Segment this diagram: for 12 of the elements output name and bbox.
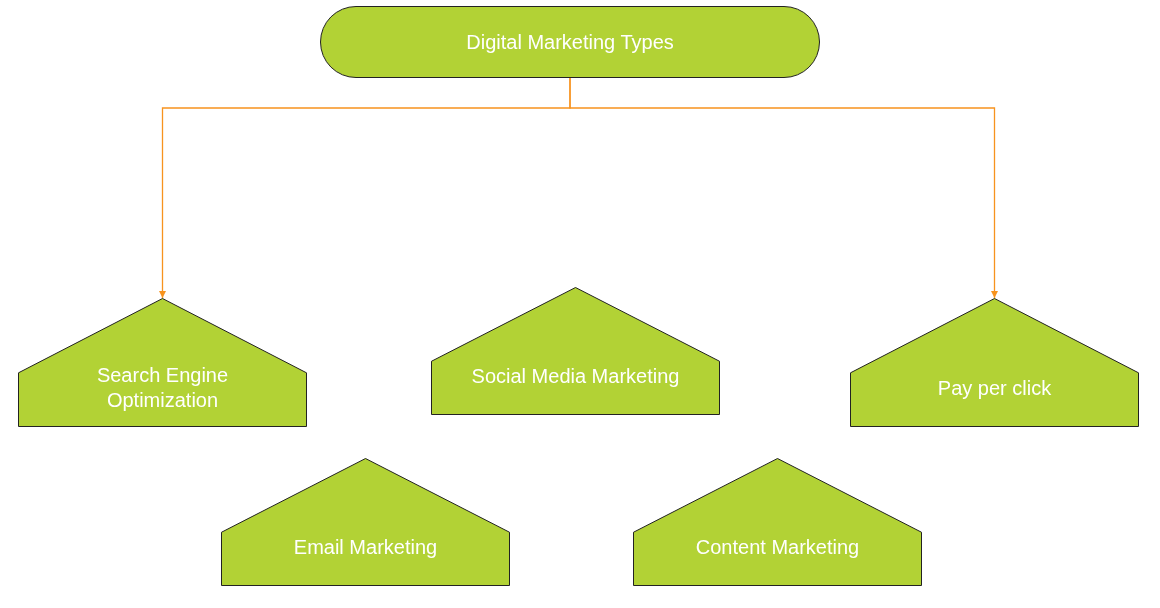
pentagon-shape: [221, 458, 510, 586]
node-label: Email Marketing: [293, 535, 438, 561]
node-label: Search Engine Optimization: [95, 363, 230, 414]
node-label: Social Media Marketing: [471, 364, 680, 390]
pentagon-shape: [431, 287, 720, 415]
node-label: Pay per click: [937, 375, 1052, 401]
pentagon-shape: [850, 298, 1139, 427]
title-text: Digital Marketing Types: [466, 29, 674, 55]
node-label: Content Marketing: [695, 535, 860, 561]
pentagon-shape: [633, 458, 922, 586]
pentagon-shape: [18, 298, 307, 427]
arrow: [569, 77, 998, 299]
